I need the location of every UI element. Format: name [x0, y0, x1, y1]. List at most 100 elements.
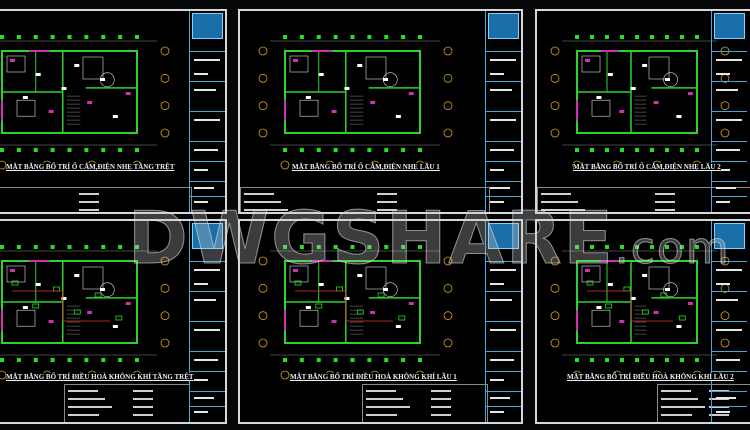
dimension-mark [650, 245, 654, 249]
device-symbol [630, 87, 636, 90]
grid-bubble [720, 128, 730, 138]
legend-row [708, 414, 729, 416]
grid-bubble [258, 128, 268, 138]
dimension-mark [680, 245, 684, 249]
legend-row [244, 193, 274, 195]
device-symbol [100, 78, 105, 81]
title-block-text [490, 269, 516, 271]
device-symbol [395, 325, 401, 328]
ac-unit [377, 292, 385, 298]
dimension-mark [84, 148, 89, 152]
dimension-mark [283, 358, 287, 362]
device-symbol [318, 283, 324, 286]
dimension-mark [575, 358, 579, 362]
title-block-text [716, 283, 730, 285]
ac-unit [94, 292, 102, 298]
sheet-ac-floor-1[interactable]: MẶT BẰNG BỐ TRÍ ĐIỀU HOÀ KHÔNG KHÍ LẦU 1 [238, 219, 523, 424]
dimension-mark [67, 358, 72, 362]
dimension-mark [350, 148, 355, 152]
title-block-divider [190, 81, 225, 82]
ac-unit [336, 286, 343, 292]
legend-row [661, 398, 698, 400]
refrigerant-pipe [587, 290, 673, 322]
device-symbol [408, 302, 414, 305]
device-symbol [344, 297, 350, 300]
title-block-text [194, 397, 214, 399]
dimension-mark [0, 148, 4, 152]
sheet-title: MẶT BẰNG BỐ TRÍ ĐIỀU HOÀ KHÔNG KHÍ LẦU 2 [567, 373, 734, 381]
dimension-mark [367, 358, 372, 362]
title-block-divider [190, 261, 225, 262]
bed [365, 266, 387, 290]
title-block-text [716, 397, 736, 399]
title-block [485, 221, 521, 422]
grid-bubble [160, 46, 170, 56]
title-block-divider [486, 391, 521, 392]
bed [82, 266, 104, 290]
title-block-divider [486, 196, 521, 197]
title-block [485, 11, 521, 212]
title-block-divider [712, 196, 747, 197]
sheet-ac-floor-2[interactable]: MẶT BẰNG BỐ TRÍ ĐIỀU HOÀ KHÔNG KHÍ LẦU 2 [535, 219, 750, 424]
dimension-mark [665, 35, 669, 39]
device-symbol [112, 325, 118, 328]
title-block-text [194, 411, 208, 413]
dimension-mark [350, 358, 355, 362]
dimension-mark [680, 35, 684, 39]
title-block-logo [192, 223, 223, 249]
title-block-divider [712, 261, 747, 262]
dimension-mark [665, 148, 669, 152]
legend-row [541, 193, 571, 195]
dimension-mark [118, 35, 123, 39]
dimension-mark [680, 148, 684, 152]
title-block-text [716, 89, 738, 91]
dimension-mark [16, 148, 21, 152]
sheet-socket-ground-floor[interactable]: MẶT BẰNG BỐ TRÍ Ổ CẮM,ĐIỆN NHẸ TẦNG TRỆT [0, 9, 227, 214]
dimension-mark [33, 148, 38, 152]
sheet-ac-ground-floor[interactable]: MẶT BẰNG BỐ TRÍ ĐIỀU HOÀ KHÔNG KHÍ TẦNG … [0, 219, 227, 424]
title-block-text [194, 359, 218, 361]
dimension-mark [283, 245, 287, 249]
ac-unit [32, 303, 40, 309]
dimension-mark [650, 148, 654, 152]
device-symbol [357, 64, 363, 67]
title-block-divider [190, 321, 225, 322]
title-block-text [194, 379, 208, 381]
device-symbol [10, 59, 15, 62]
legend-row [654, 193, 675, 195]
title-block-divider [712, 181, 747, 182]
legend-row [133, 398, 154, 400]
dimension-mark [118, 148, 123, 152]
dimension-mark [350, 35, 355, 39]
title-block-logo [714, 13, 745, 39]
device-symbol [331, 110, 337, 113]
title-block-divider [486, 111, 521, 112]
sheet-socket-floor-2[interactable]: MẶT BẰNG BỐ TRÍ Ổ CẮM,ĐIỆN NHẸ LẦU 2 [535, 9, 750, 214]
dimension-mark [695, 148, 699, 152]
device-symbol [318, 73, 324, 76]
title-block-logo [488, 13, 519, 39]
dimension-mark [635, 245, 639, 249]
sheet-socket-floor-1[interactable]: MẶT BẰNG BỐ TRÍ Ổ CẮM,ĐIỆN NHẸ LẦU 1 [238, 9, 523, 214]
dimension-mark [333, 245, 338, 249]
dimension-mark [33, 35, 38, 39]
dimension-mark [50, 358, 55, 362]
title-block-text [194, 119, 220, 121]
dimension-mark [84, 35, 89, 39]
dimension-mark [135, 148, 139, 152]
ac-unit [11, 280, 19, 286]
device-symbol [305, 306, 311, 309]
device-symbol [22, 306, 28, 309]
title-block-divider [486, 371, 521, 372]
title-block-logo [488, 223, 519, 249]
device-symbol [687, 92, 693, 95]
title-block-text [194, 187, 214, 189]
title-block-text [490, 59, 516, 61]
ac-unit [294, 280, 302, 286]
title-block-divider [712, 406, 747, 407]
dimension-mark [33, 358, 38, 362]
title-block-divider [486, 81, 521, 82]
title-block-text [194, 269, 220, 271]
title-block-divider [712, 321, 747, 322]
